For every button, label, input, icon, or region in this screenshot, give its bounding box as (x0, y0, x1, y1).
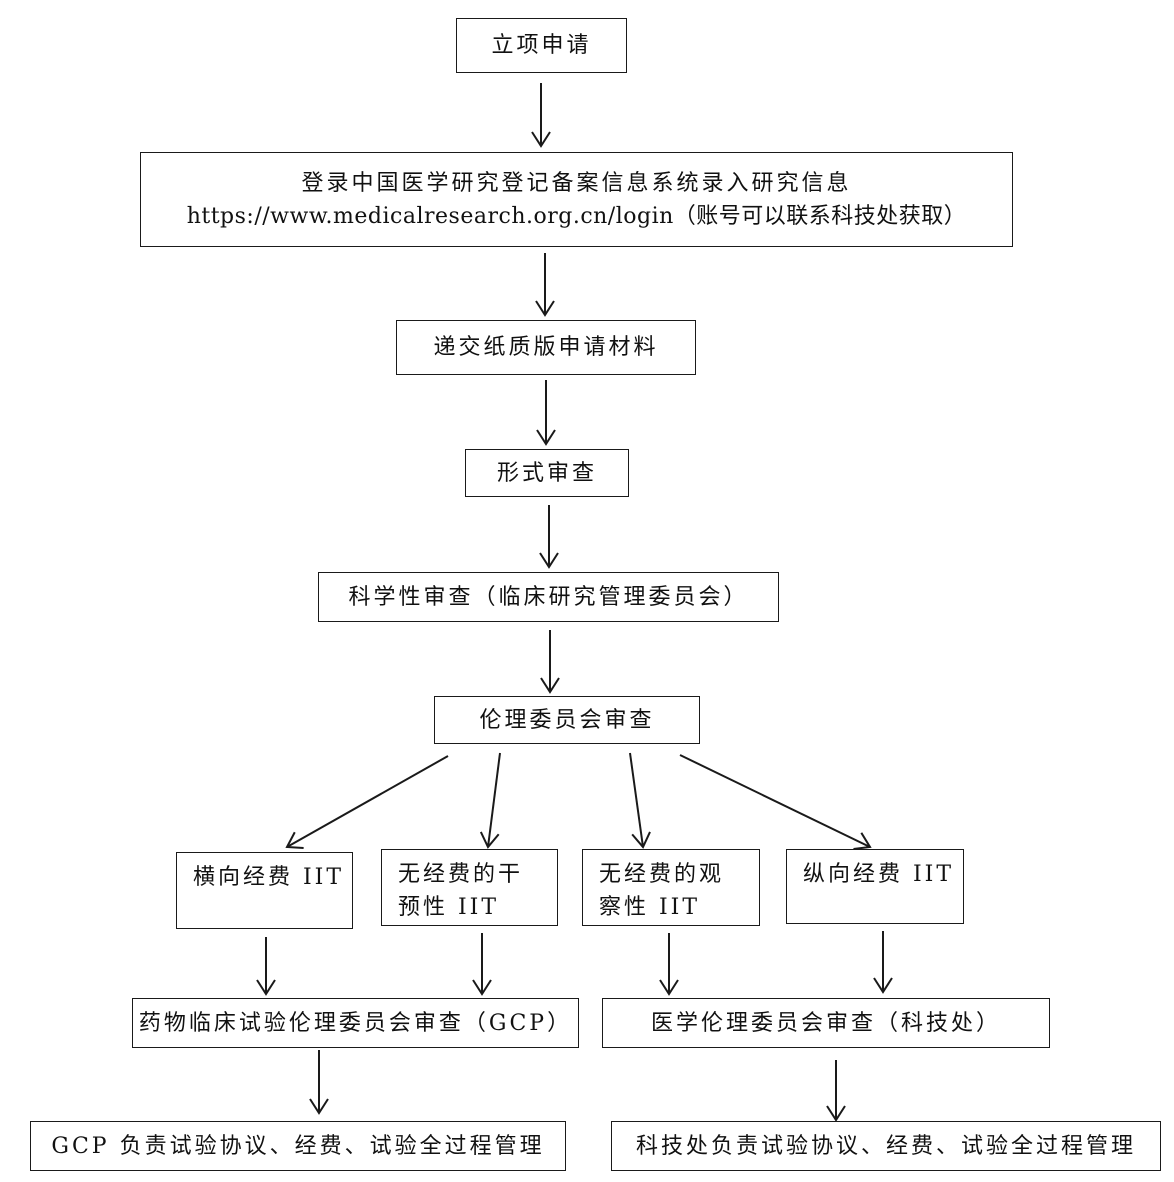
node-label-line2: 察性 IIT (599, 895, 701, 920)
node-label-line1: 登录中国医学研究登记备案信息系统录入研究信息 (301, 170, 852, 196)
node-register-system: 登录中国医学研究登记备案信息系统录入研究信息 https://www.medic… (140, 152, 1013, 247)
node-label: 纵向经费 IIT (803, 862, 955, 887)
node-label: 递交纸质版申请材料 (433, 335, 659, 360)
node-label: 科技处负责试验协议、经费、试验全过程管理 (635, 1133, 1136, 1159)
node-label: GCP 负责试验协议、经费、试验全过程管理 (51, 1133, 545, 1159)
node-vertical-funding: 纵向经费 IIT (786, 849, 964, 924)
node-label: 医学伦理委员会审查（科技处） (650, 1010, 1001, 1036)
node-label: 科学性审查（临床研究管理委员会） (348, 584, 749, 610)
node-formal-review: 形式审查 (465, 449, 629, 497)
node-horizontal-funding: 横向经费 IIT (176, 852, 353, 929)
node-label-line1: 无经费的干 (398, 862, 524, 887)
node-label: 横向经费 IIT (193, 865, 345, 890)
node-project-application: 立项申请 (456, 18, 627, 73)
node-gcp-ethics-review: 药物临床试验伦理委员会审查（GCP） (132, 998, 579, 1048)
node-label: 形式审查 (496, 460, 597, 486)
arrow-ethics-to-horizontal (285, 755, 449, 849)
node-label-line1: 无经费的观 (599, 862, 725, 887)
node-label: 伦理委员会审查 (479, 707, 655, 733)
node-unfunded-observational: 无经费的观 察性 IIT (582, 849, 760, 926)
arrow-ethics-to-vertical (679, 754, 872, 850)
arrow-ethics-to-interventional (479, 752, 501, 849)
registration-url: https://www.medicalresearch.org.cn/login… (186, 203, 967, 229)
node-medical-ethics-review: 医学伦理委员会审查（科技处） (602, 998, 1050, 1048)
node-scientific-review: 科学性审查（临床研究管理委员会） (318, 572, 779, 622)
node-ethics-review: 伦理委员会审查 (434, 696, 700, 744)
node-label: 立项申请 (491, 33, 592, 58)
node-submit-paper: 递交纸质版申请材料 (396, 320, 696, 375)
node-label: 药物临床试验伦理委员会审查（GCP） (138, 1010, 573, 1036)
node-unfunded-interventional: 无经费的干 预性 IIT (381, 849, 558, 926)
node-gcp-management: GCP 负责试验协议、经费、试验全过程管理 (30, 1121, 566, 1171)
node-label-line2: 预性 IIT (398, 895, 500, 920)
node-sci-tech-management: 科技处负责试验协议、经费、试验全过程管理 (611, 1121, 1161, 1171)
arrow-ethics-to-observational (629, 752, 651, 849)
